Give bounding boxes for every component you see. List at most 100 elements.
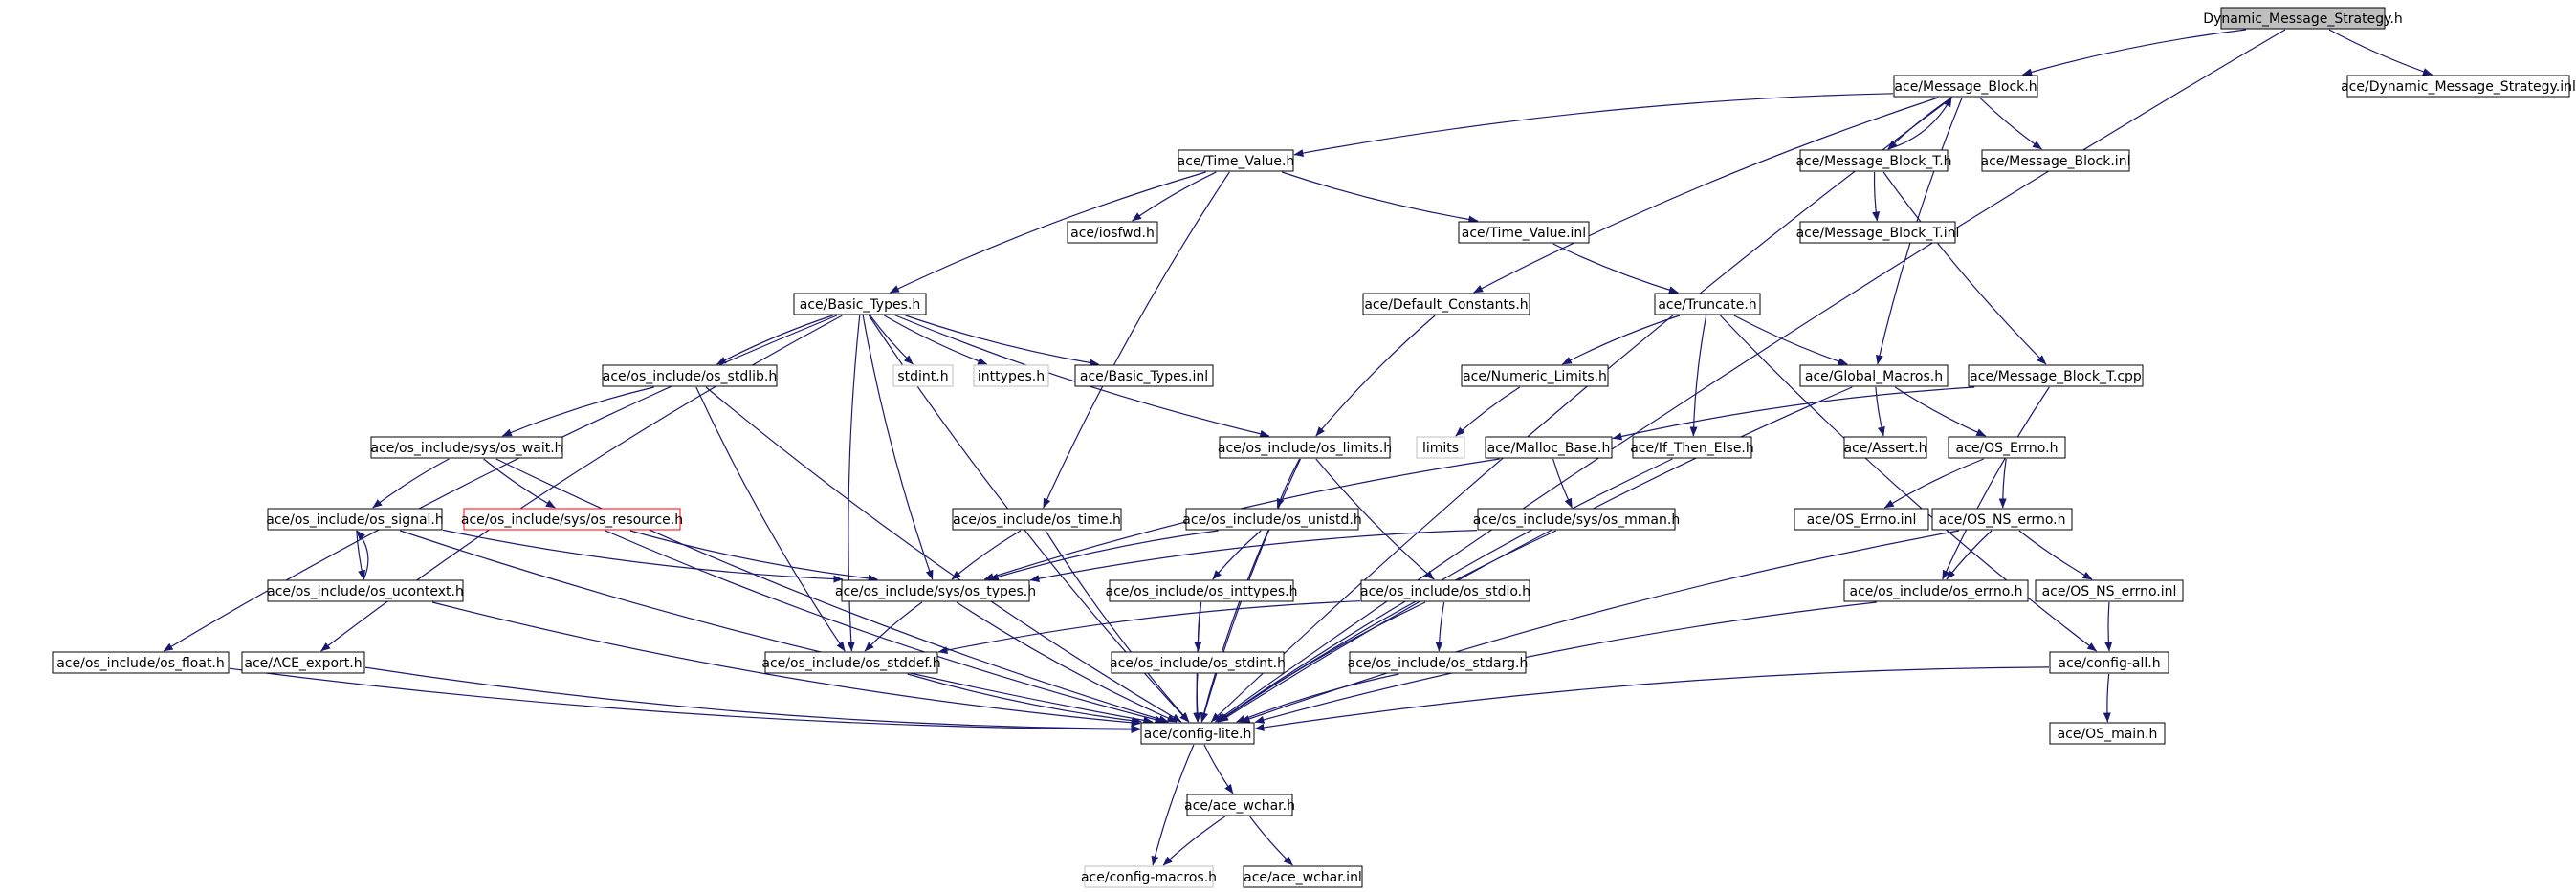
edge-nserrno-to-errno [1946,530,1993,580]
node-dc[interactable]: ace/Default_Constants.h [1362,293,1530,315]
node-label: ace/If_Then_Else.h [1630,441,1754,456]
node-label: ace/ace_wchar.h [1184,798,1295,814]
node-label: ace/Numeric_Limits.h [1463,369,1607,384]
edge-tvinl-to-trunc [1552,243,1679,294]
node-errno[interactable]: ace/os_include/os_errno.h [1843,579,2029,602]
node-configall[interactable]: ace/config-all.h [2049,651,2169,674]
node-configmacros[interactable]: ace/config-macros.h [1081,865,1217,888]
edge-types-to-configlite [956,601,1178,723]
node-ostime[interactable]: ace/os_include/os_time.h [952,508,1122,531]
node-types[interactable]: ace/os_include/sys/os_types.h [835,579,1036,602]
node-iosfwd[interactable]: ace/iosfwd.h [1067,221,1158,244]
node-box [1074,364,1214,387]
node-osmain[interactable]: ace/OS_main.h [2049,722,2166,745]
node-box [1111,651,1285,674]
edge-mbt-to-mb [1887,97,1952,150]
node-box [2346,75,2570,98]
node-stdlib[interactable]: ace/os_include/os_stdlib.h [602,364,778,387]
node-inttypes[interactable]: ace/os_include/os_inttypes.h [1106,579,1298,602]
node-box [1084,865,1214,888]
edge-ucontext-to-configlite [431,601,1141,727]
edge-mb-to-dc [1473,97,1939,294]
edge-stddef-to-configlite [907,673,1142,725]
edge-errno-to-configlite [1254,601,1877,724]
node-configlite[interactable]: ace/config-lite.h [1140,722,1255,745]
node-trunc[interactable]: ace/Truncate.h [1654,293,1761,315]
node-tvinl[interactable]: ace/Time_Value.inl [1458,221,1590,244]
edge-trunc-to-numlim [1561,315,1681,365]
node-stdio[interactable]: ace/os_include/os_stdio.h [1360,579,1530,602]
node-oserrnoinl[interactable]: ace/OS_Errno.inl [1794,508,1929,531]
node-box [1843,579,2029,602]
node-box [1799,221,1956,244]
node-dmsinl[interactable]: ace/Dynamic_Message_Strategy.inl [2341,75,2576,98]
node-nserrnoinl[interactable]: ace/OS_NS_errno.inl [2035,579,2184,602]
node-label: ace/os_include/os_stdint.h [1110,656,1286,671]
node-tv[interactable]: ace/Time_Value.h [1178,149,1295,172]
edge-bt-to-stddef [847,315,861,652]
node-box [1893,75,2038,98]
node-btinl[interactable]: ace/Basic_Types.inl [1074,364,1214,387]
node-box [1794,508,1929,531]
node-nserrno[interactable]: ace/OS_NS_errno.h [1931,508,2073,531]
node-oslimits[interactable]: ace/os_include/os_limits.h [1218,436,1392,459]
edge-stdlib-to-wait [501,386,654,437]
node-stddef[interactable]: ace/os_include/os_stddef.h [761,651,941,674]
node-wait[interactable]: ace/os_include/sys/os_wait.h [370,436,563,459]
node-layer: Dynamic_Message_Strategy.h ace/Message_Bl… [52,7,2576,888]
edge-nserrno-to-configlite [1240,530,1960,723]
node-stdint[interactable]: ace/os_include/os_stdint.h [1110,651,1286,674]
edge-acewchar-to-acewcharinl [1249,816,1293,866]
node-label: ace/os_include/sys/os_mman.h [1473,512,1680,528]
node-float[interactable]: ace/os_include/os_float.h [52,651,230,674]
node-acewcharinl[interactable]: ace/ace_wchar.inl [1243,865,1363,888]
edge-mbt-to-mbtinl [1872,171,1881,222]
node-mman[interactable]: ace/os_include/sys/os_mman.h [1473,508,1680,531]
node-unistd[interactable]: ace/os_include/os_unistd.h [1182,508,1362,531]
node-stdint_h[interactable]: stdint.h [892,364,954,387]
node-gm[interactable]: ace/Global_Macros.h [1799,364,1949,387]
edge-configlite-to-configmacros [1151,744,1195,866]
node-box [267,579,464,602]
node-mbtinl[interactable]: ace/Message_Block_T.inl [1796,221,1960,244]
node-inttypes_h[interactable]: inttypes.h [973,364,1049,387]
node-dms[interactable]: Dynamic_Message_Strategy.h [2203,7,2403,30]
node-label: ace/os_include/os_signal.h [266,512,444,528]
node-mbtcpp[interactable]: ace/Message_Block_T.cpp [1968,364,2144,387]
node-limits[interactable]: limits [1416,436,1465,459]
node-bt[interactable]: ace/Basic_Types.h [793,293,927,315]
node-stdarg[interactable]: ace/os_include/os_stdarg.h [1348,651,1529,674]
node-label: ace/os_include/sys/os_resource.h [461,512,683,528]
edge-wait-to-resource [483,458,556,509]
edge-mallocbase-to-mman [1552,458,1573,509]
node-label: ace/ace_wchar.inl [1244,870,1362,885]
node-box [1461,364,1609,387]
node-box [1632,436,1752,459]
node-box [2220,7,2386,30]
node-oserrno[interactable]: ace/OS_Errno.h [1948,436,2066,459]
node-resource[interactable]: ace/os_include/sys/os_resource.h [461,508,683,531]
node-label: ace/OS_NS_errno.h [1938,512,2065,528]
edge-float-to-configlite [229,667,1141,733]
edge-acewchar-to-configmacros [1162,816,1226,866]
node-acewchar[interactable]: ace/ace_wchar.h [1184,794,1295,816]
node-box [1931,508,2073,531]
node-box [2049,722,2166,745]
node-aceexport[interactable]: ace/ACE_export.h [241,651,365,674]
node-mallocbase[interactable]: ace/Malloc_Base.h [1485,436,1613,459]
node-box [463,508,681,531]
node-ifthen[interactable]: ace/If_Then_Else.h [1630,436,1754,459]
node-box [1185,508,1359,531]
node-label: stdint.h [897,369,948,384]
node-numlim[interactable]: ace/Numeric_Limits.h [1461,364,1609,387]
node-mb[interactable]: ace/Message_Block.h [1893,75,2038,98]
node-signal[interactable]: ace/os_include/os_signal.h [266,508,444,531]
node-mbinl[interactable]: ace/Message_Block.inl [1981,149,2131,172]
node-ucontext[interactable]: ace/os_include/os_ucontext.h [267,579,464,602]
node-mbt[interactable]: ace/Message_Block_T.h [1795,149,1952,172]
node-assert[interactable]: ace/Assert.h [1843,436,1927,459]
node-label: ace/os_include/os_float.h [56,656,225,671]
edge-trunc-to-configall [1719,315,2097,652]
node-label: ace/os_include/os_ucontext.h [267,584,464,599]
edge-bt-to-stdint_h [870,315,914,365]
